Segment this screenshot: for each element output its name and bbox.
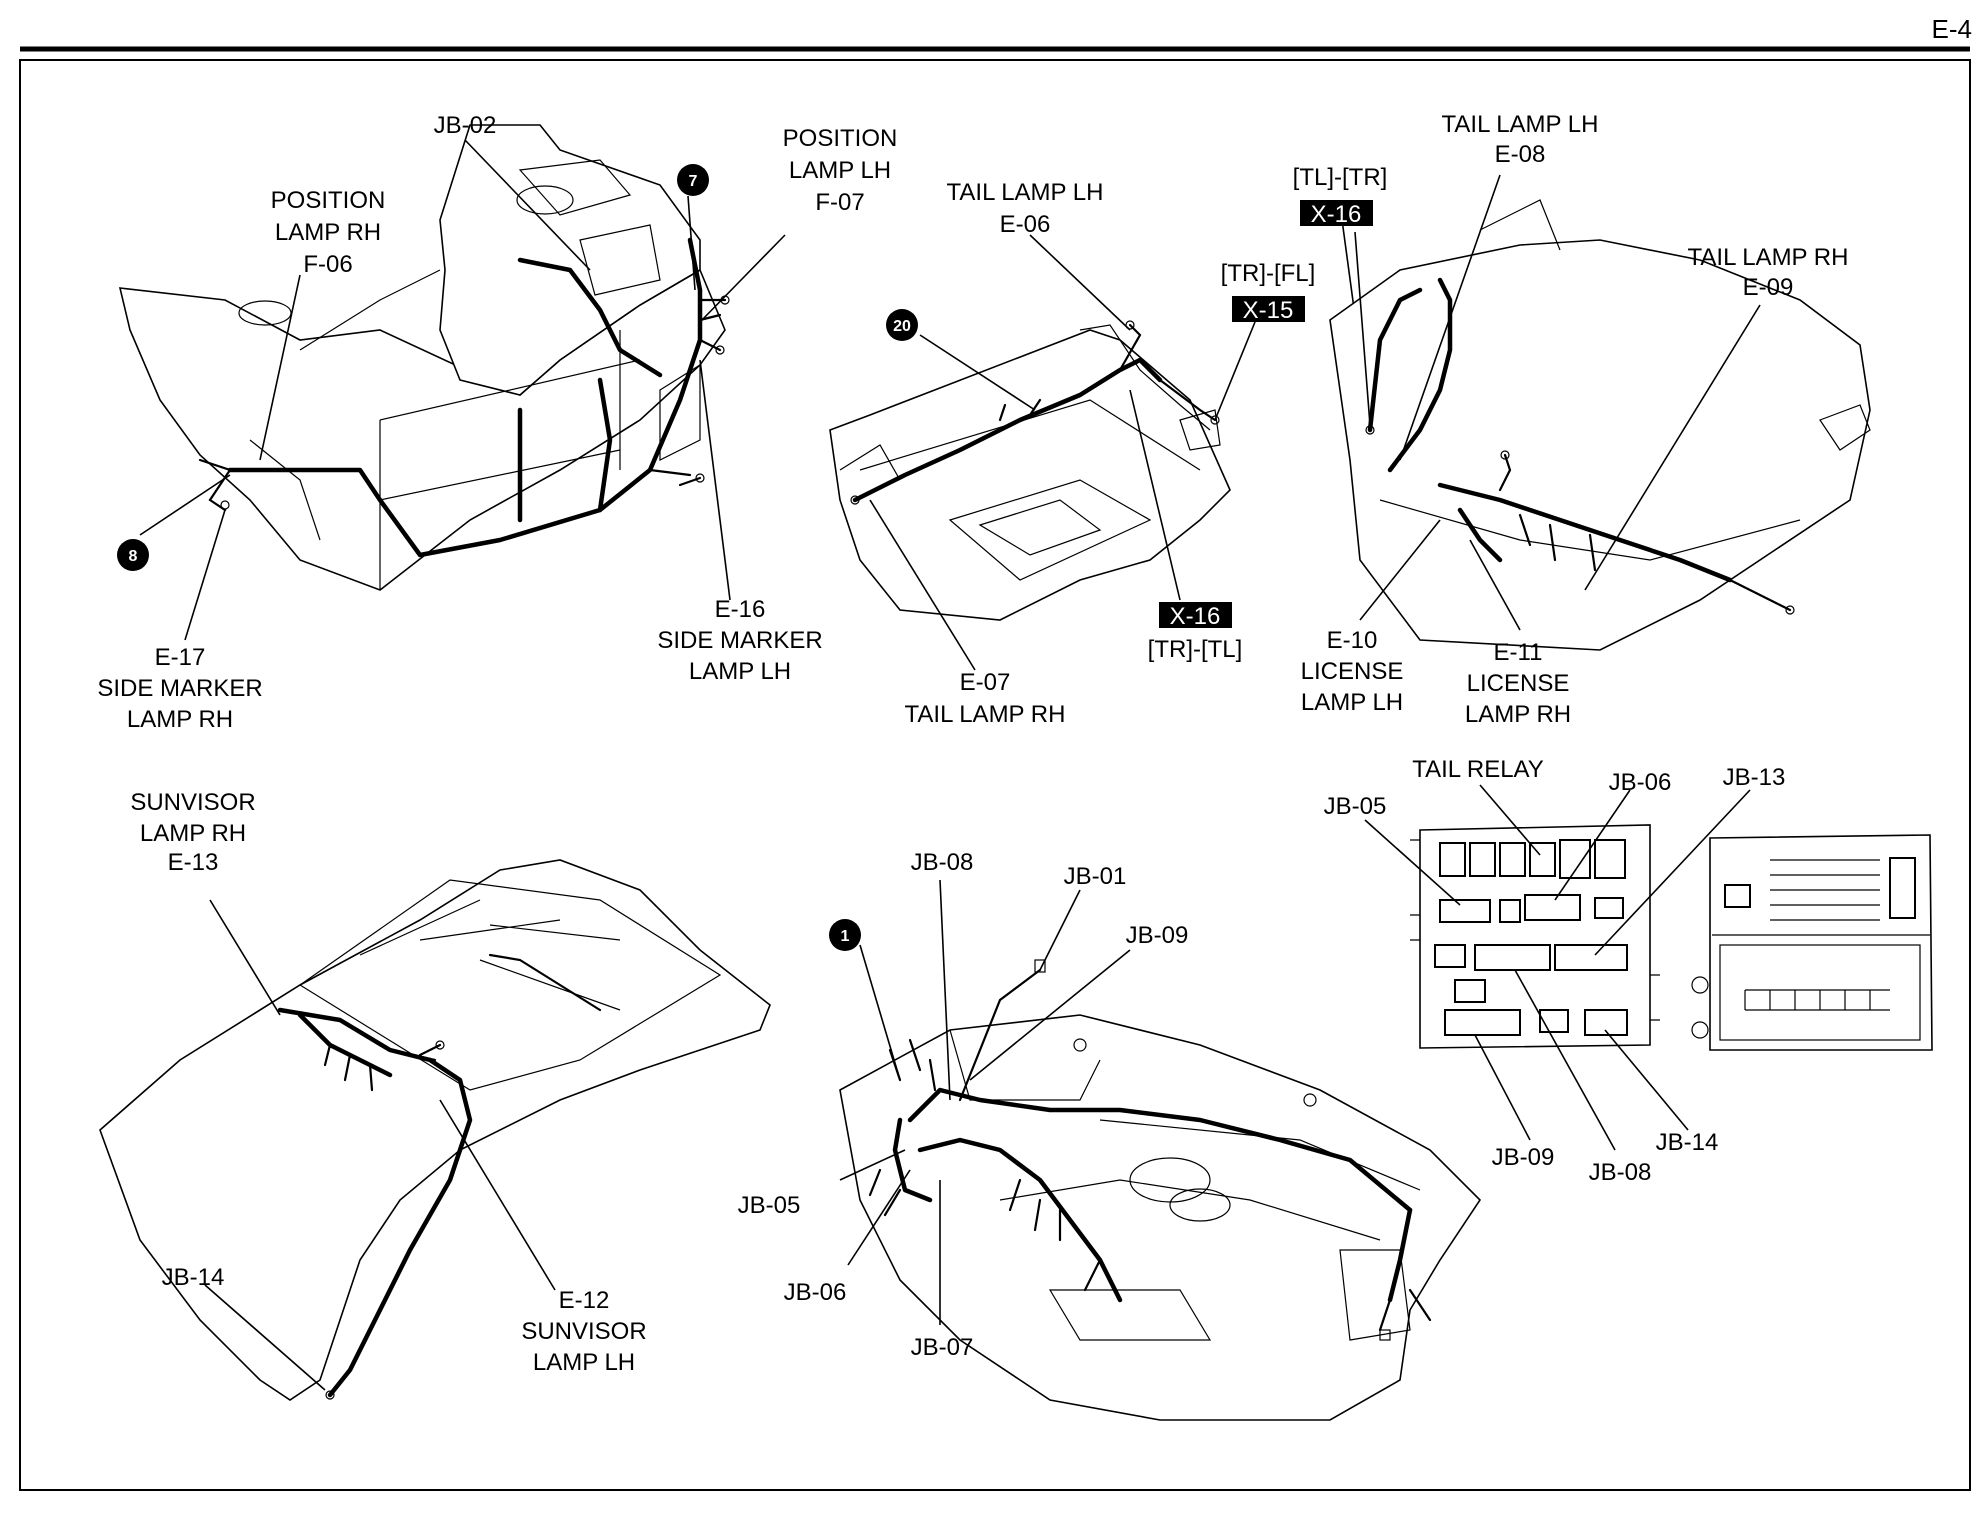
label-e07-1: E-07: [960, 669, 1011, 696]
svg-text:X-15: X-15: [1243, 297, 1294, 324]
label-e10-2: LICENSE: [1301, 658, 1404, 685]
svg-text:X-16: X-16: [1311, 201, 1362, 228]
label-sunvisor-rh-2: LAMP RH: [140, 820, 246, 847]
label-e17-1: E-17: [155, 644, 206, 671]
panel5-leaders: [839, 879, 1131, 1325]
label-e16-2: SIDE MARKER: [657, 627, 822, 654]
ground-point-1: 1: [829, 919, 861, 951]
label-tail-lamp-lh-e06-1: TAIL LAMP LH: [947, 179, 1104, 206]
instrument-panel-drawing: [839, 959, 1482, 1421]
label-e12-3: LAMP LH: [533, 1349, 635, 1376]
svg-text:1: 1: [841, 928, 850, 945]
junction-box-rear: [1691, 834, 1933, 1051]
label-tl-tr: [TL]-[TR]: [1293, 164, 1388, 191]
label-e07-2: TAIL LAMP RH: [905, 701, 1066, 728]
label-tr-tl: [TR]-[TL]: [1148, 636, 1243, 663]
label-e10-3: LAMP LH: [1301, 689, 1403, 716]
label-e10-1: E-10: [1327, 627, 1378, 654]
label-jb06-dash: JB-06: [784, 1279, 847, 1306]
svg-text:20: 20: [893, 318, 911, 335]
label-position-lh-3: F-07: [815, 189, 864, 216]
junction-box-front: [1410, 824, 1660, 1049]
label-sunvisor-rh-1: SUNVISOR: [130, 789, 255, 816]
label-tail-lamp-lh-e08-1: TAIL LAMP LH: [1442, 111, 1599, 138]
label-jb05-dash: JB-05: [738, 1192, 801, 1219]
label-jb09-box: JB-09: [1492, 1144, 1555, 1171]
ground-point-20: 20: [886, 309, 918, 341]
label-tail-relay: TAIL RELAY: [1412, 756, 1544, 783]
page-number: E-4: [1932, 14, 1972, 44]
label-jb14-box: JB-14: [1656, 1129, 1719, 1156]
label-jb09-dash: JB-09: [1126, 922, 1189, 949]
label-e17-3: LAMP RH: [127, 706, 233, 733]
label-tail-lamp-rh-e09-1: TAIL LAMP RH: [1688, 244, 1849, 271]
label-position-rh-1: POSITION: [271, 187, 386, 214]
trunk-floor-drawing: [829, 320, 1231, 621]
label-sunvisor-rh-3: E-13: [168, 849, 219, 876]
label-tail-lamp-lh-e06-2: E-06: [1000, 211, 1051, 238]
svg-text:X-16: X-16: [1170, 603, 1221, 630]
label-e11-1: E-11: [1494, 639, 1543, 666]
label-tail-lamp-rh-e09-2: E-09: [1743, 274, 1794, 301]
label-e12-2: SUNVISOR: [521, 1318, 646, 1345]
svg-text:8: 8: [129, 548, 138, 565]
diagram-frame: [19, 59, 1971, 1491]
panel3-leaders: [1354, 174, 1761, 631]
label-tr-fl: [TR]-[FL]: [1221, 260, 1316, 287]
label-jb08-box: JB-08: [1589, 1159, 1652, 1186]
label-e12-1: E-12: [559, 1287, 610, 1314]
label-jb01-dash: JB-01: [1064, 863, 1127, 890]
connector-x16-bottom: X-16: [1159, 602, 1232, 630]
label-jb06-box: JB-06: [1609, 769, 1672, 796]
label-position-lh-2: LAMP LH: [789, 157, 891, 184]
panel6-leaders: [1364, 784, 1751, 1151]
label-jb13-box: JB-13: [1723, 764, 1786, 791]
label-jb08-dash: JB-08: [911, 849, 974, 876]
label-tail-lamp-lh-e08-2: E-08: [1495, 141, 1546, 168]
label-e16-1: E-16: [715, 596, 766, 623]
label-jb05-box: JB-05: [1324, 793, 1387, 820]
label-e16-3: LAMP LH: [689, 658, 791, 685]
ground-point-8: 8: [117, 539, 149, 571]
label-jb02: JB-02: [434, 112, 497, 139]
ground-point-7: 7: [677, 164, 709, 196]
front-engine-bay-drawing: [118, 124, 730, 591]
label-e11-2: LICENSE: [1467, 670, 1570, 697]
panel1-leaders: [139, 139, 786, 641]
label-e11-3: LAMP RH: [1465, 701, 1571, 728]
trunk-lid-drawing: [1329, 199, 1871, 651]
svg-text:7: 7: [689, 173, 698, 190]
connector-x15: X-15: [1232, 296, 1305, 324]
connector-x16-top: X-16: [1300, 200, 1373, 228]
panel4-leaders: [204, 899, 556, 1391]
roof-headliner-drawing: [99, 859, 771, 1401]
label-position-rh-2: LAMP RH: [275, 219, 381, 246]
label-position-lh-1: POSITION: [783, 125, 898, 152]
label-e17-2: SIDE MARKER: [97, 675, 262, 702]
label-position-rh-3: F-06: [303, 251, 352, 278]
label-jb14-roof: JB-14: [162, 1264, 225, 1291]
panel2-leaders: [869, 204, 1366, 671]
label-jb07-dash: JB-07: [911, 1334, 974, 1361]
